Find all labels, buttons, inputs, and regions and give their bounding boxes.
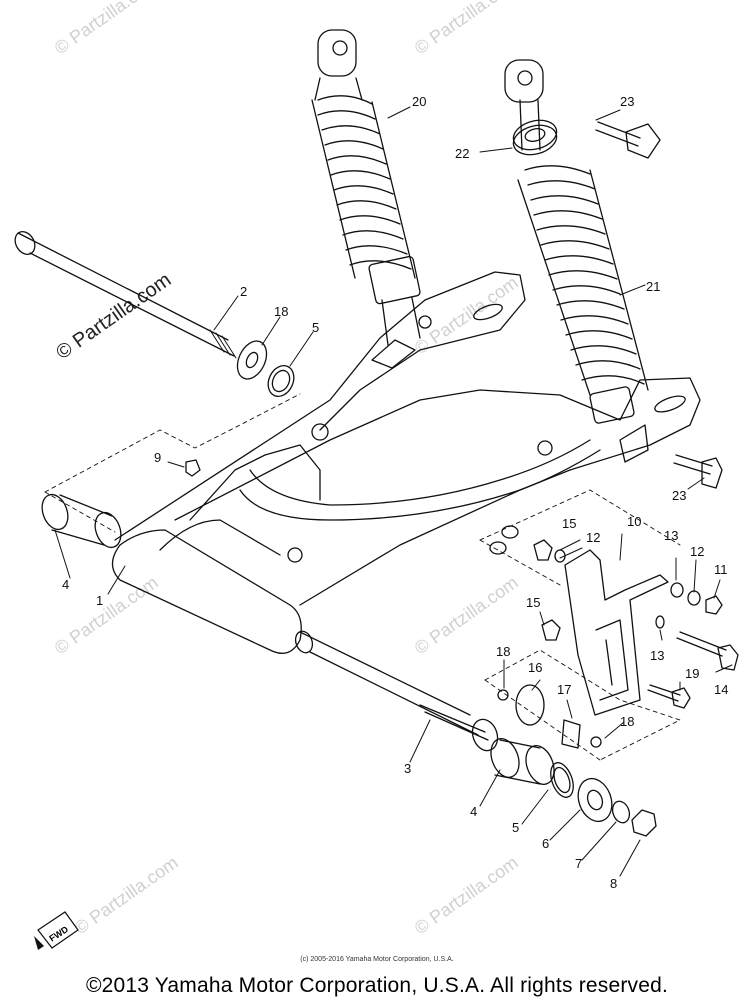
callout-19: 19 (685, 666, 699, 681)
callout-15-lower: 15 (526, 595, 540, 610)
callout-13-upper: 12 (586, 530, 600, 545)
bolt-14 (676, 631, 739, 671)
callout-9: 9 (154, 450, 161, 465)
swingarm-1 (111, 271, 701, 654)
bolt-11-washers (655, 582, 723, 629)
callout-numbers: 2 18 5 20 21 22 23 23 9 1 4 3 4 5 6 7 8 … (62, 94, 728, 891)
callout-5: 5 (312, 320, 319, 335)
rear-shock-21 (504, 59, 649, 424)
bracket-10 (564, 549, 669, 716)
callout-22: 22 (455, 146, 469, 161)
callout-16: 16 (528, 660, 542, 675)
callout-4-right: 4 (470, 804, 477, 819)
rubber-16-collar-17 (497, 684, 602, 749)
callout-23-lower: 23 (672, 488, 686, 503)
callout-17: 17 (557, 682, 571, 697)
watermark-text: © Partzilla.com (51, 0, 162, 58)
copyright-notice: ©2013 Yamaha Motor Corporation, U.S.A. A… (85, 974, 669, 997)
washer-22 (512, 124, 558, 156)
callout-15-upper: 15 (562, 516, 576, 531)
drawing-lines (14, 29, 739, 877)
callout-11: 11 (714, 562, 728, 577)
watermark-text: © Partzilla.com (71, 852, 182, 938)
callout-23-upper: 23 (620, 94, 634, 109)
bolt-23-upper (595, 121, 661, 159)
callout-8: 8 (610, 876, 617, 891)
pivot-shaft-3 (294, 630, 499, 752)
callout-18-right: 18 (620, 714, 634, 729)
bushing-4-left (41, 493, 122, 549)
callout-6: 18 (274, 304, 288, 319)
bolt-23-lower (673, 454, 723, 489)
axle-shaft-2 (14, 231, 237, 359)
callout-2: 2 (240, 284, 247, 299)
bolt-19 (647, 684, 691, 709)
upper-washers (236, 340, 295, 398)
dashed-outlines (44, 393, 681, 761)
leader-lines (54, 106, 733, 877)
callout-12: 12 (690, 544, 704, 559)
rear-shock-20 (311, 29, 421, 346)
fwd-badge: FWD (34, 911, 79, 950)
watermark-text: © Partzilla.com (411, 852, 522, 938)
bolt-9 (185, 459, 201, 477)
callout-20: 20 (412, 94, 426, 109)
callout-1: 1 (96, 593, 103, 608)
callout-13-mid: 13 (650, 648, 664, 663)
small-copyright: (c) 2005-2016 Yamaha Motor Corporation, … (300, 956, 454, 963)
watermark-layer: © Partzilla.com © Partzilla.com © Partzi… (51, 0, 522, 938)
callout-18-left: 18 (496, 644, 510, 659)
watermark-text: © Partzilla.com (411, 0, 522, 58)
callout-14: 14 (714, 682, 728, 697)
callout-21: 21 (646, 279, 660, 294)
watermark-text: © Partzilla.com (411, 272, 522, 358)
callout-13-right: 13 (664, 528, 678, 543)
callout-6-lower: 6 (542, 836, 549, 851)
callout-3: 3 (404, 761, 411, 776)
callout-5-lower: 5 (512, 820, 519, 835)
callout-7: 7 (575, 856, 582, 871)
callout-10: 10 (627, 514, 641, 529)
callout-4-left: 4 (62, 577, 69, 592)
right-pivot-hardware (490, 738, 657, 837)
